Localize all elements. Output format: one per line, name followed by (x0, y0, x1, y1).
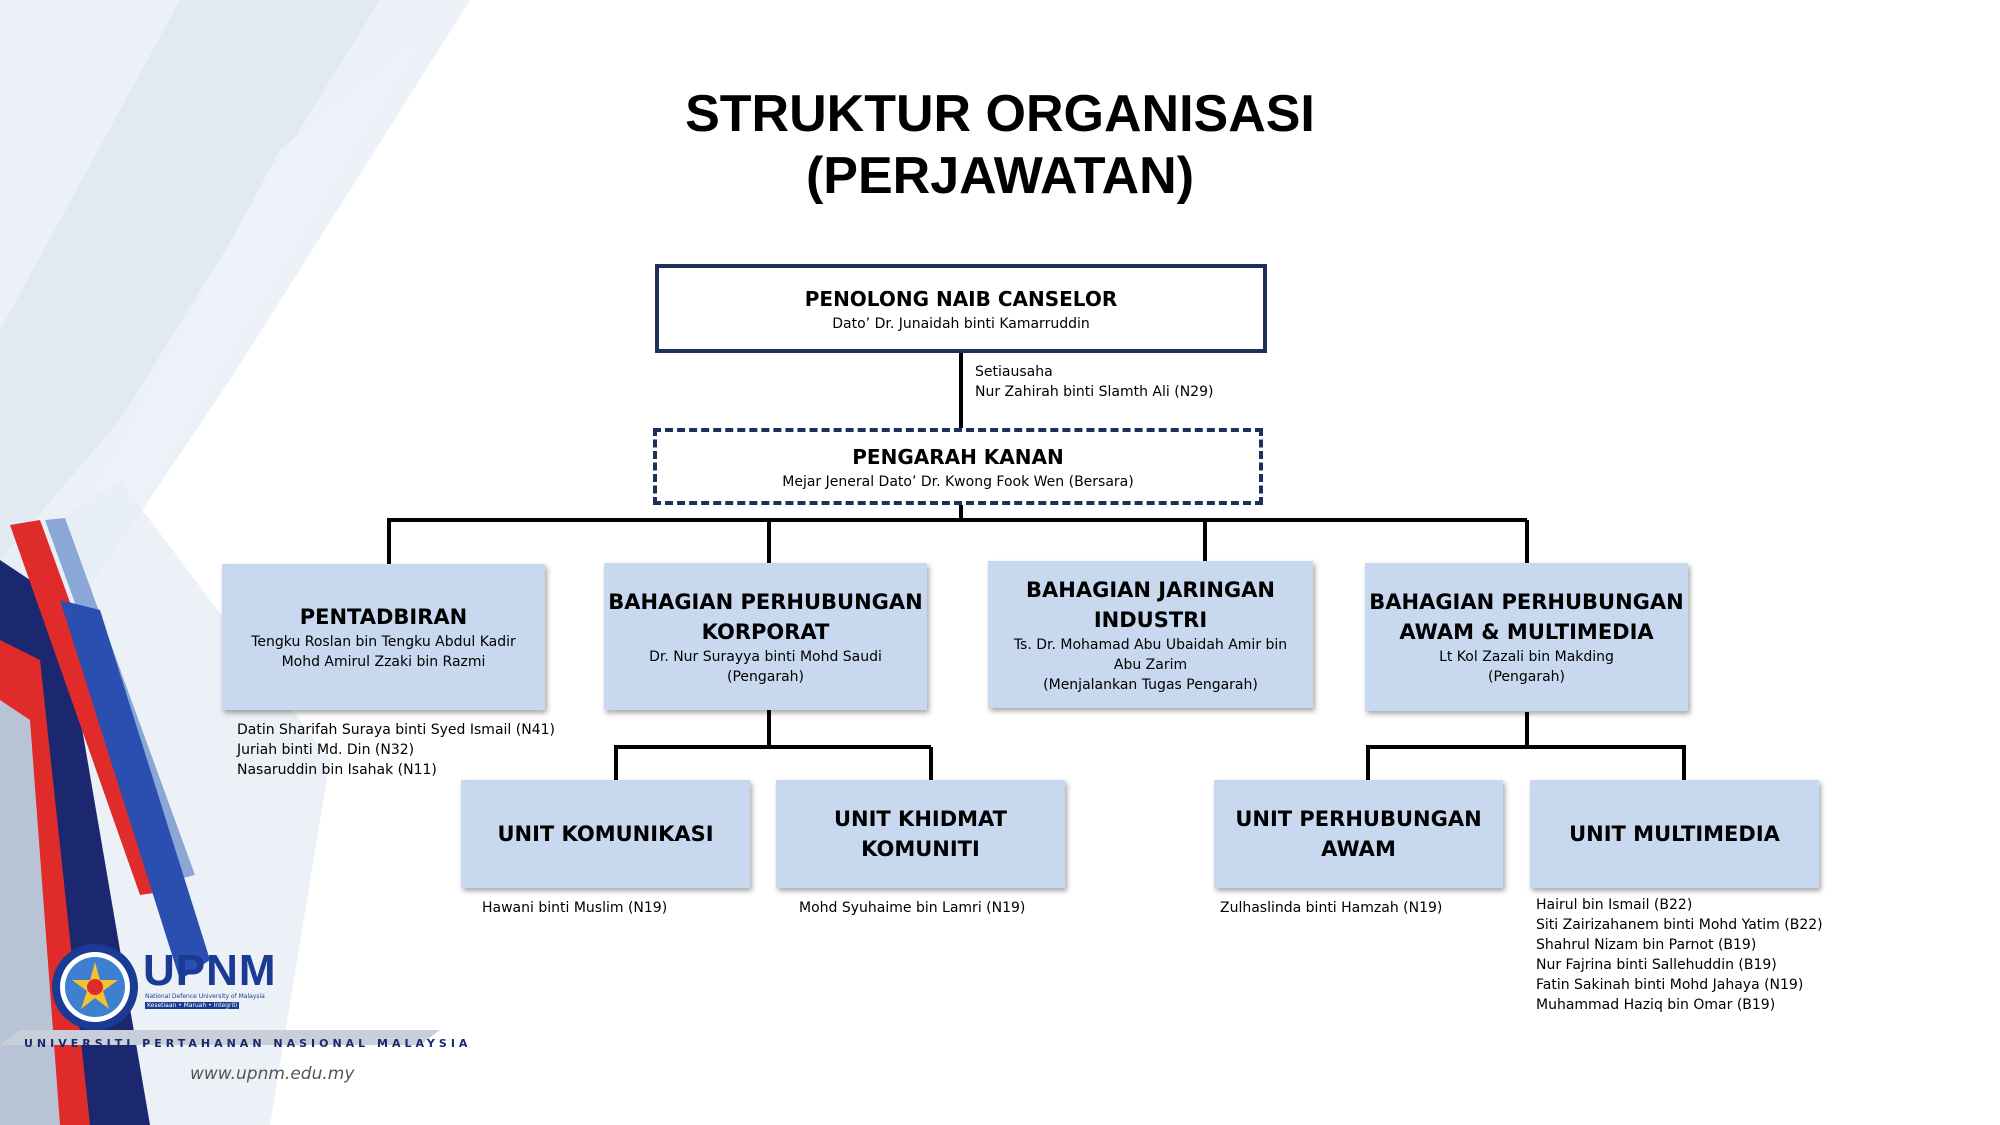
division-line-2: (Pengarah) (726, 668, 805, 685)
box-bahagian-jaringan-industri: BAHAGIAN JARINGAN INDUSTRI Ts. Dr. Moham… (988, 561, 1313, 708)
staff-name: Fatin Sakinah binti Mohd Jahaya (N19) (1536, 977, 1804, 993)
upnm-tagline-2: Kesetiaan • Maruah • Integriti (145, 1002, 240, 1009)
division-title-2: KORPORAT (701, 619, 830, 644)
staff-name: Siti Zairizahanem binti Mohd Yatim (B22) (1536, 917, 1823, 933)
unit-title: UNIT MULTIMEDIA (1569, 822, 1780, 846)
division-line-2: (Pengarah) (1487, 669, 1566, 685)
staff-name: Hairul bin Ismail (B22) (1536, 897, 1693, 913)
unit-khidmat-komuniti-staff: Mohd Syuhaime bin Lamri (N19) (799, 898, 1025, 918)
unit-title-1: UNIT PERHUBUNGAN (1235, 807, 1482, 831)
box-pengarah-kanan: PENGARAH KANAN Mejar Jeneral Dato’ Dr. K… (653, 428, 1263, 505)
unit-title: UNIT KOMUNIKASI (497, 822, 714, 846)
box-bahagian-perhubungan-korporat: BAHAGIAN PERHUBUNGAN KORPORAT Dr. Nur Su… (604, 563, 927, 710)
division-title-1: BAHAGIAN JARINGAN (1026, 577, 1275, 602)
unit-title-2: AWAM (1321, 837, 1396, 861)
staff-name: Muhammad Haziq bin Omar (B19) (1536, 997, 1776, 1013)
website-url: www.upnm.edu.my (190, 1064, 355, 1084)
pentadbiran-staff-list: Datin Sharifah Suraya binti Syed Ismail … (237, 720, 555, 780)
division-title-2: INDUSTRI (1093, 607, 1208, 632)
unit-multimedia-staff: Hairul bin Ismail (B22) Siti Zairizahane… (1536, 895, 1823, 1015)
box-unit-khidmat-komuniti: UNIT KHIDMAT KOMUNITI (776, 780, 1065, 888)
box-unit-perhubungan-awam: UNIT PERHUBUNGAN AWAM (1214, 780, 1503, 888)
staff-name: Zulhaslinda binti Hamzah (N19) (1220, 900, 1443, 916)
division-title-1: BAHAGIAN PERHUBUNGAN (1369, 590, 1684, 614)
staff-name: Datin Sharifah Suraya binti Syed Ismail … (237, 722, 555, 738)
page-title-line-1: STRUKTUR ORGANISASI (685, 85, 1315, 143)
division-title-1: BAHAGIAN PERHUBUNGAN (608, 589, 923, 614)
box-bahagian-perhubungan-awam-multimedia: BAHAGIAN PERHUBUNGAN AWAM & MULTIMEDIA L… (1365, 563, 1688, 711)
secretary-block: Setiausaha Nur Zahirah binti Slamth Ali … (975, 362, 1213, 402)
unit-perhubungan-awam-staff: Zulhaslinda binti Hamzah (N19) (1220, 898, 1442, 918)
division-title: PENTADBIRAN (299, 605, 468, 629)
division-line-1: Lt Kol Zazali bin Makding (1439, 649, 1614, 665)
unit-komunikasi-staff: Hawani binti Muslim (N19) (482, 898, 667, 918)
box-penolong-naib-canselor: PENOLONG NAIB CANSELOR Dato’ Dr. Junaida… (655, 264, 1267, 353)
division-line-1: Tengku Roslan bin Tengku Abdul Kadir (251, 634, 516, 650)
page-title-line-2: (PERJAWATAN) (805, 147, 1195, 205)
staff-name: Shahrul Nizam bin Parnot (B19) (1536, 937, 1757, 953)
upnm-tagline-1: National Defence University of Malaysia (145, 993, 265, 1000)
box-name: Mejar Jeneral Dato’ Dr. Kwong Fook Wen (… (782, 473, 1134, 490)
box-unit-komunikasi: UNIT KOMUNIKASI (461, 780, 750, 888)
box-title: PENOLONG NAIB CANSELOR (804, 286, 1118, 311)
staff-name: Hawani binti Muslim (N19) (482, 900, 668, 916)
upnm-brand: UPNM (143, 946, 277, 995)
secretary-label: Setiausaha (975, 364, 1053, 380)
unit-title-1: UNIT KHIDMAT (833, 807, 1007, 831)
staff-name: Nasaruddin bin Isahak (N11) (237, 762, 437, 778)
staff-name: Mohd Syuhaime bin Lamri (N19) (799, 900, 1026, 916)
division-line-2: Mohd Amirul Zzaki bin Razmi (281, 654, 486, 670)
division-line-1: Ts. Dr. Mohamad Abu Ubaidah Amir bin (1013, 636, 1288, 653)
division-line-1: Dr. Nur Surayya binti Mohd Saudi (649, 648, 882, 665)
box-name: Dato’ Dr. Junaidah binti Kamarruddin (832, 315, 1090, 332)
secretary-name: Nur Zahirah binti Slamth Ali (N29) (975, 384, 1214, 400)
box-title: PENGARAH KANAN (852, 444, 1064, 469)
division-title-2: AWAM & MULTIMEDIA (1399, 620, 1654, 644)
university-name: UNIVERSITI PERTAHANAN NASIONAL MALAYSIA (24, 1037, 472, 1050)
division-line-2: Abu Zarim (1113, 656, 1188, 673)
box-pentadbiran: PENTADBIRAN Tengku Roslan bin Tengku Abd… (222, 564, 545, 710)
division-line-3: (Menjalankan Tugas Pengarah) (1043, 676, 1258, 693)
box-unit-multimedia: UNIT MULTIMEDIA (1530, 780, 1819, 888)
unit-title-2: KOMUNITI (861, 837, 980, 861)
upnm-crest-icon (52, 944, 138, 1030)
staff-name: Nur Fajrina binti Sallehuddin (B19) (1536, 957, 1777, 973)
staff-name: Juriah binti Md. Din (N32) (237, 742, 415, 758)
